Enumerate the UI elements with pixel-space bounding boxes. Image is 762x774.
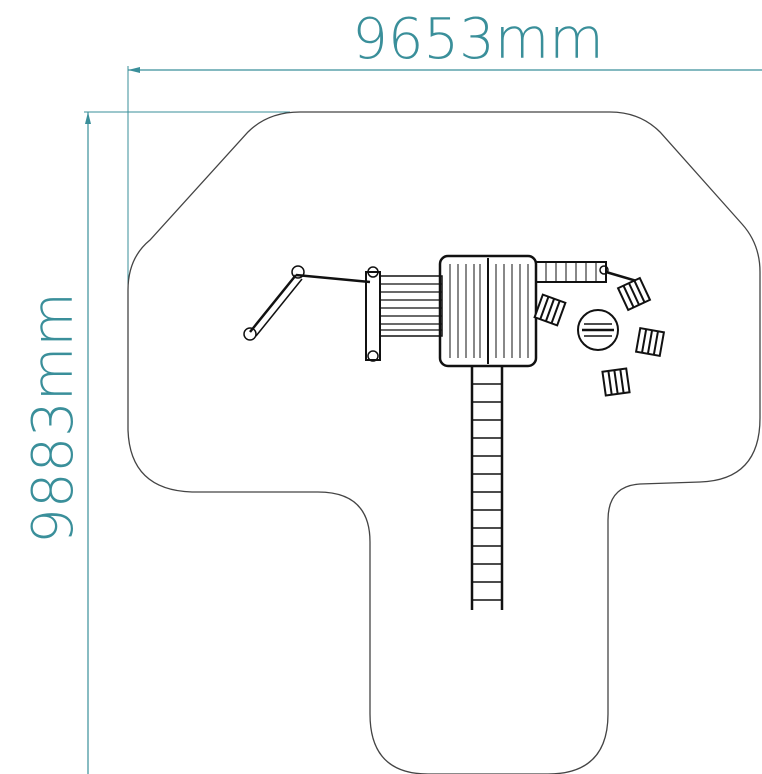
safety-zone-outline: [127, 111, 761, 774]
width-arrowhead-icon: [128, 67, 140, 73]
tower-roof: [438, 254, 538, 368]
play-equipment: [243, 254, 666, 610]
left-platform: [365, 266, 443, 362]
width-dimension: 9653mm: [127, 7, 762, 290]
round-stepping-disc: [577, 309, 619, 351]
post-icon: [367, 350, 379, 362]
post-icon: [599, 265, 609, 275]
width-label: 9653mm: [352, 7, 604, 72]
post-icon: [291, 265, 305, 279]
post-icon: [367, 266, 379, 278]
post-icon: [243, 327, 257, 341]
horizontal-ladder: [243, 265, 371, 341]
height-dimension: 9883mm: [21, 111, 290, 774]
stepping-pods: [533, 276, 666, 397]
right-walkway: [535, 261, 641, 284]
long-ladder: [470, 366, 504, 610]
height-label: 9883mm: [21, 292, 86, 544]
height-arrowhead-icon: [85, 112, 91, 124]
